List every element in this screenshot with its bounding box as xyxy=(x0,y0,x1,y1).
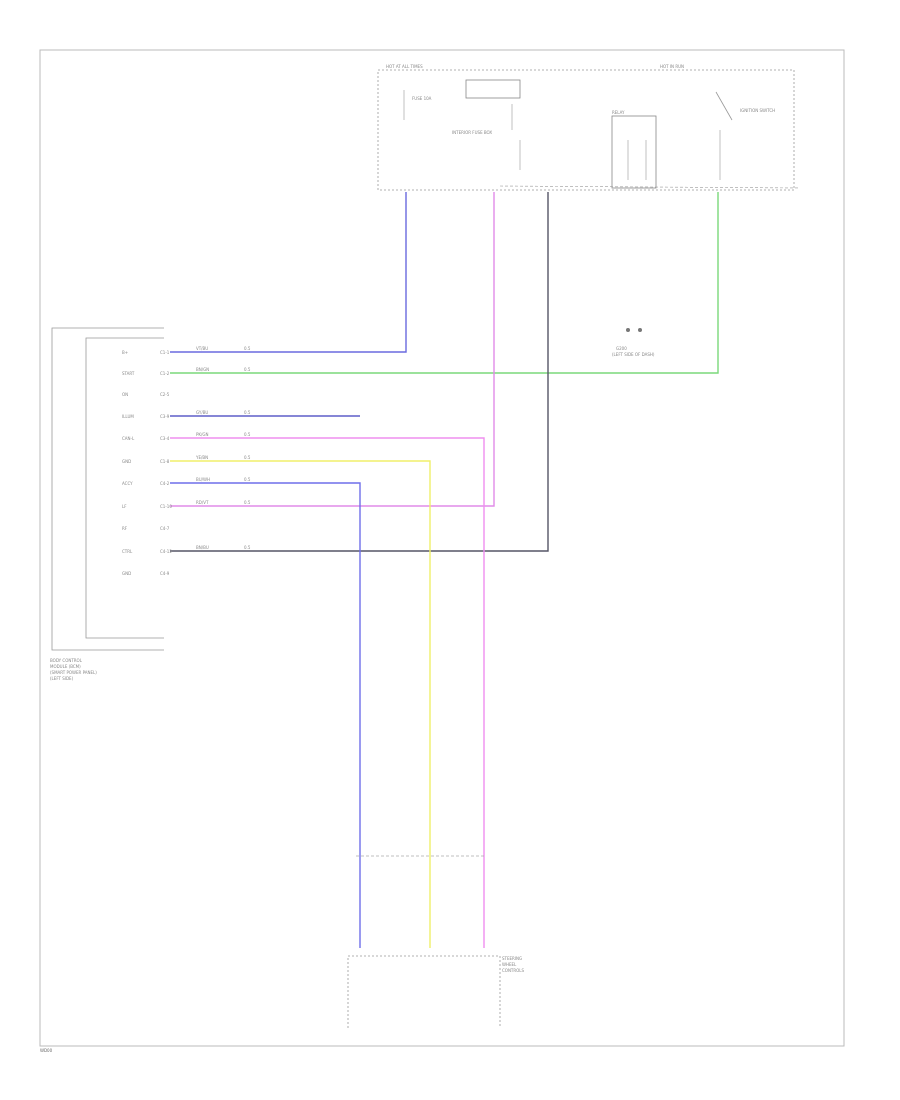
wire-w3 xyxy=(170,192,549,552)
cavity-number-7: C4-2 xyxy=(160,481,170,486)
pin-label-8: LF xyxy=(122,504,127,509)
wire-label-w2: BN/GN xyxy=(196,367,209,372)
pin-label-7: ACCY xyxy=(122,481,133,486)
cavity-number-3: C2-5 xyxy=(160,392,170,397)
module-label-line-1: BODY CONTROL xyxy=(50,658,83,663)
pin-label-6: GND xyxy=(122,459,131,464)
body-control-module xyxy=(51,327,164,651)
wire-gauge-w4: 0.5 xyxy=(244,500,251,505)
cavity-number-5: C3-4 xyxy=(160,436,170,441)
diagram-border xyxy=(39,49,845,1047)
wire-w2 xyxy=(170,192,719,374)
ground-connectors xyxy=(626,328,642,332)
ground-label-line-2: (LEFT SIDE OF DASH) xyxy=(612,352,655,357)
module-label-line-3: (SMART POWER PANEL) xyxy=(50,670,97,675)
pin-label-1: B+ xyxy=(122,350,128,355)
pin-label-4: ILLUM xyxy=(122,414,134,419)
cavity-number-9: C4-7 xyxy=(160,526,170,531)
top-box-label-5: RELAY xyxy=(612,110,625,115)
wire-w1 xyxy=(170,192,407,353)
pin-label-2: START xyxy=(122,371,135,376)
ground-label-line-1: G200 xyxy=(616,346,627,351)
pin-label-3: ON xyxy=(122,392,128,397)
wire-label-w7: PK/GN xyxy=(196,432,208,437)
wire-label-w3: BN/BU xyxy=(196,545,209,550)
connector-label-line-2: WHEEL xyxy=(502,962,517,967)
cavity-number-8: C1-10 xyxy=(160,504,172,509)
relay-block xyxy=(465,79,521,99)
module-label-line-4: (LEFT SIDE) xyxy=(50,676,74,681)
top-box-label-1: HOT AT ALL TIMES xyxy=(386,64,423,69)
wire-gauge-w6: 0.5 xyxy=(244,477,251,482)
wire-label-w1: VT/BU xyxy=(196,346,208,351)
wire-label-w8: GY/BU xyxy=(196,410,208,415)
wire-gauge-w3: 0.5 xyxy=(244,545,251,550)
wire-gauge-w8: 0.5 xyxy=(244,410,251,415)
wire-gauge-w2: 0.5 xyxy=(244,367,251,372)
cavity-number-10: C4-12 xyxy=(160,549,172,554)
wire-label-w6: BU/WH xyxy=(196,477,210,482)
wire-gauge-w1: 0.5 xyxy=(244,346,251,351)
wire-gauge-w7: 0.5 xyxy=(244,432,251,437)
wire-group xyxy=(170,192,719,948)
pin-label-11: GND xyxy=(122,571,131,576)
footer-code: WD00 xyxy=(40,1048,53,1053)
wire-w5 xyxy=(170,460,431,948)
wire-w7 xyxy=(170,437,485,948)
wire-w4 xyxy=(170,192,495,507)
top-box-label-3: FUSE 10A xyxy=(412,96,432,101)
pin-label-10: CTRL xyxy=(122,549,133,554)
cavity-number-4: C3-9 xyxy=(160,414,170,419)
cavity-number-11: C4-9 xyxy=(160,571,170,576)
steering-wheel-connector xyxy=(347,855,501,1028)
connector-label-line-3: CONTROLS xyxy=(502,968,525,973)
connector-label-line-1: STEERING xyxy=(502,956,522,961)
pin-label-5: CAN-L xyxy=(122,436,135,441)
cavity-number-1: C1-1 xyxy=(160,350,170,355)
top-box-label-2: HOT IN RUN xyxy=(660,64,684,69)
fuse-block xyxy=(611,115,657,189)
wire-label-w5: YE/BN xyxy=(195,455,208,460)
top-box-label-4: INTERIOR FUSE BOX xyxy=(452,130,492,135)
cavity-number-2: C1-2 xyxy=(160,371,170,376)
wire-gauge-w5: 0.5 xyxy=(244,455,251,460)
wire-label-w4: RD/VT xyxy=(196,500,209,505)
wire-w6 xyxy=(170,482,361,948)
cavity-number-6: C1-8 xyxy=(160,459,170,464)
module-label-line-2: MODULE (BCM) xyxy=(50,664,81,669)
top-fuse-box: HOT AT ALL TIMES HOT IN RUN FUSE 10A INT… xyxy=(377,64,801,191)
pin-label-9: RF xyxy=(122,526,128,531)
top-box-label-6: IGNITION SWITCH xyxy=(740,108,775,113)
